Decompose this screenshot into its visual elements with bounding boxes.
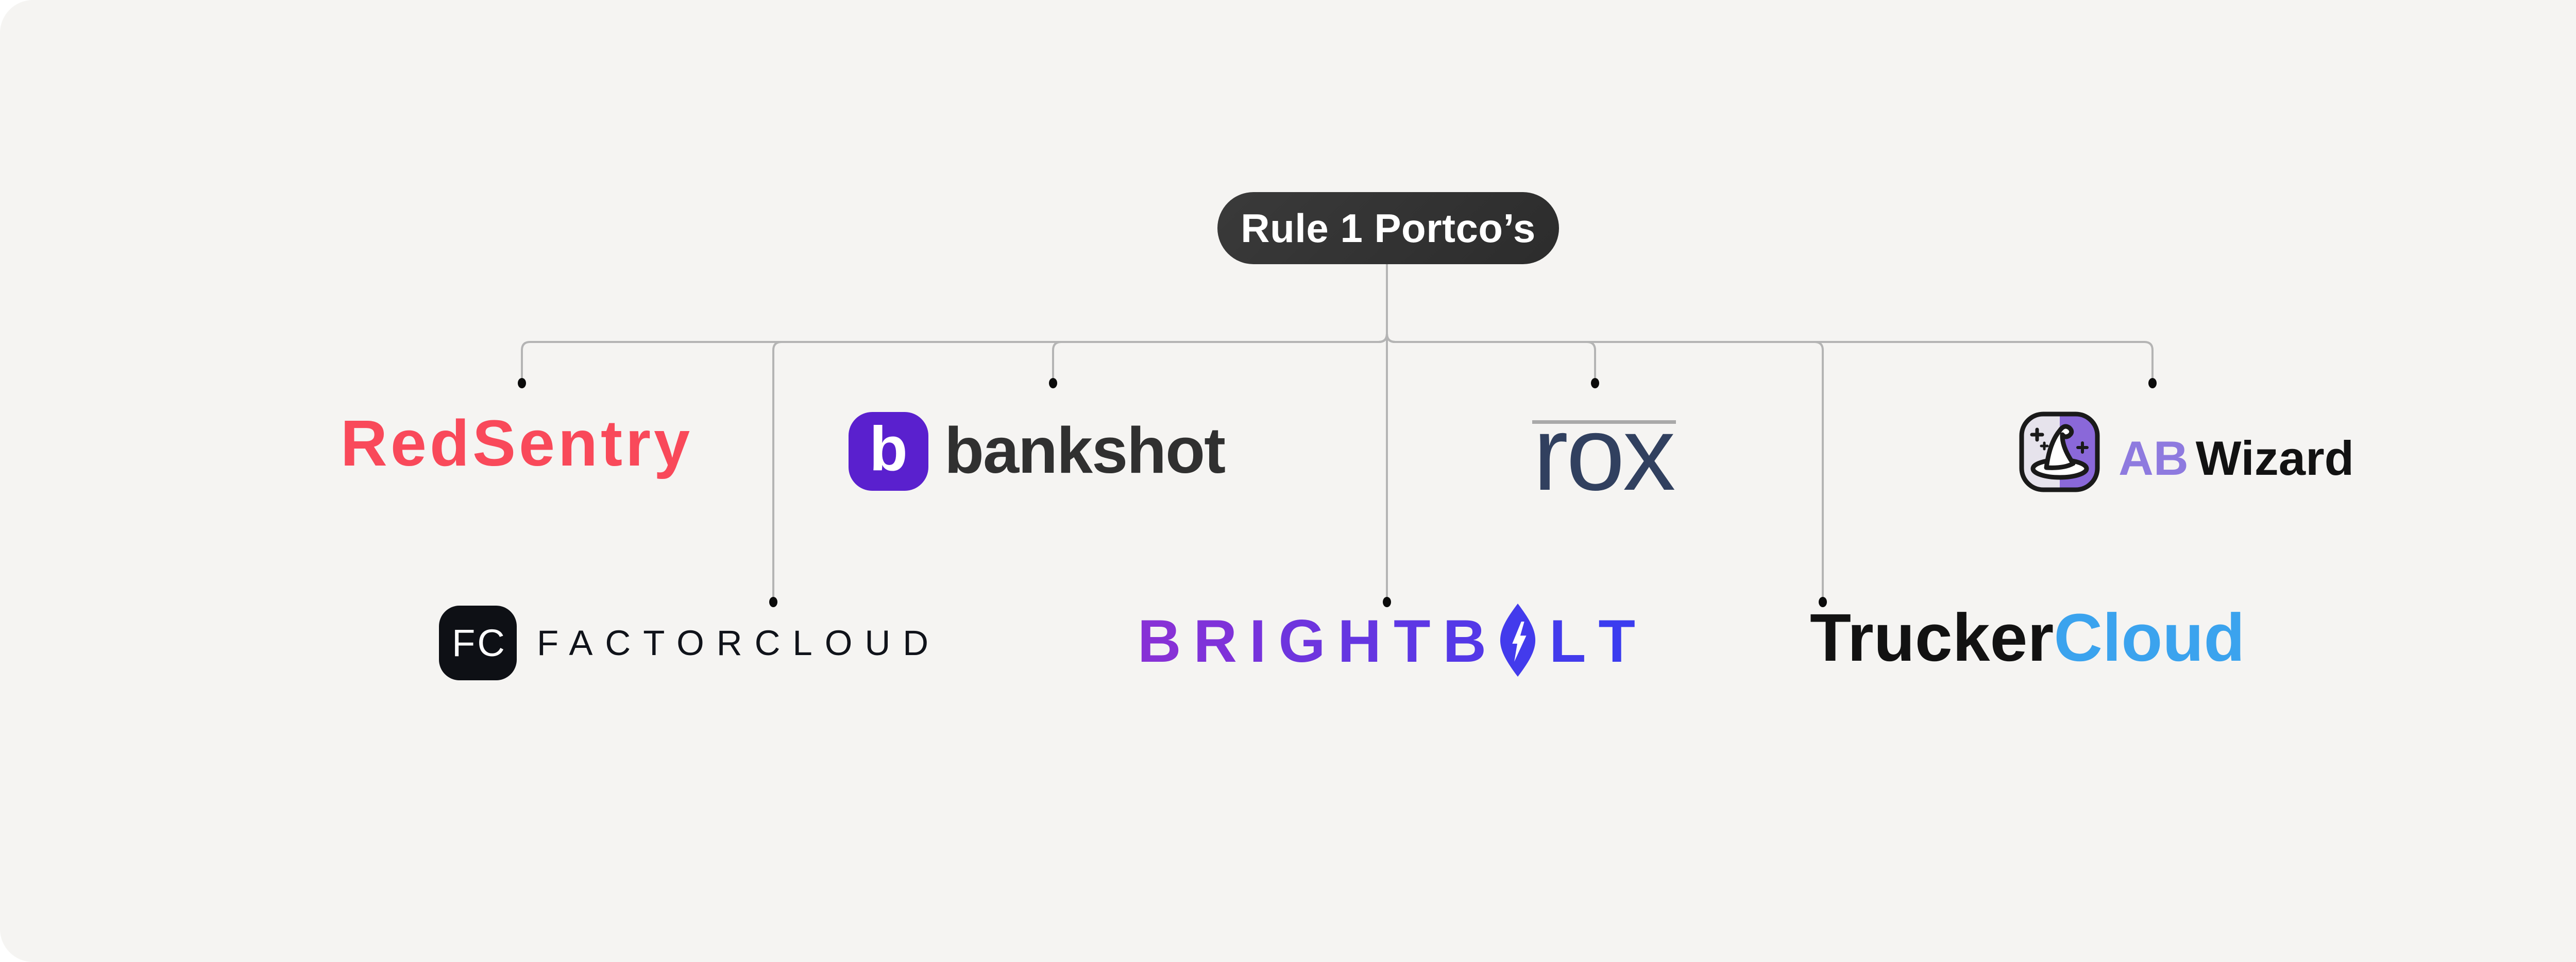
edge-rox: [1386, 264, 1596, 381]
brightbolt-letter: L: [1549, 607, 1586, 675]
brightbolt-letter: H: [1337, 607, 1382, 675]
abwizard-wizard-text: Wizard: [2195, 431, 2354, 485]
node-abwizard[interactable]: AB Wizard: [2119, 434, 2354, 483]
rox-logo-text: rox: [1533, 394, 1676, 512]
edge-abwizard: [1386, 264, 2154, 381]
brightbolt-letter: R: [1193, 607, 1238, 675]
brightbolt-letter: I: [1249, 607, 1266, 675]
wizard-hat-icon: [2019, 411, 2100, 492]
brightbolt-letter: B: [1138, 607, 1181, 675]
edge-redsentry: [521, 264, 1388, 381]
edge-dots: [518, 378, 2157, 607]
root-node[interactable]: Rule 1 Portco’s: [1217, 192, 1559, 264]
node-bankshot[interactable]: bankshot: [944, 418, 1226, 483]
connector-dot: [769, 597, 777, 607]
connector-dot: [1819, 597, 1827, 607]
node-rox[interactable]: rox: [1528, 401, 1679, 506]
edge-bankshot: [1052, 264, 1388, 381]
lightning-bolt-icon: [1500, 603, 1536, 677]
abwizard-ab-text: AB: [2119, 431, 2189, 485]
root-label: Rule 1 Portco’s: [1241, 205, 1536, 251]
bankshot-icon-letter: b: [869, 413, 908, 484]
truckercloud-trucker-text: Trucker: [1810, 599, 2054, 675]
edge-group: [521, 264, 2154, 600]
node-truckercloud[interactable]: TruckerCloud: [1810, 604, 2245, 671]
connector-dot: [1049, 378, 1057, 388]
node-factorcloud[interactable]: FACTORCLOUD: [537, 625, 941, 661]
connector-dot: [1591, 378, 1599, 388]
brightbolt-letter: T: [1598, 607, 1635, 675]
rox-overline: [1532, 420, 1676, 424]
brightbolt-letter: B: [1443, 607, 1487, 675]
factorcloud-logo-text: FACTORCLOUD: [537, 623, 941, 663]
truckercloud-cloud-text: Cloud: [2054, 599, 2245, 675]
factorcloud-icon[interactable]: FC: [439, 606, 517, 680]
brightbolt-letter: T: [1394, 607, 1431, 675]
factorcloud-icon-letters: FC: [452, 621, 507, 664]
connector-dot: [518, 378, 526, 388]
abwizard-icon[interactable]: [2019, 411, 2100, 493]
node-redsentry[interactable]: RedSentry: [330, 411, 704, 478]
connector-dot: [1383, 597, 1391, 607]
connector-dot: [2148, 378, 2157, 388]
bankshot-icon[interactable]: b: [849, 412, 928, 491]
redsentry-logo-text: RedSentry: [340, 407, 693, 479]
bankshot-logo-text: bankshot: [944, 414, 1226, 487]
brightbolt-letter: G: [1278, 607, 1326, 675]
